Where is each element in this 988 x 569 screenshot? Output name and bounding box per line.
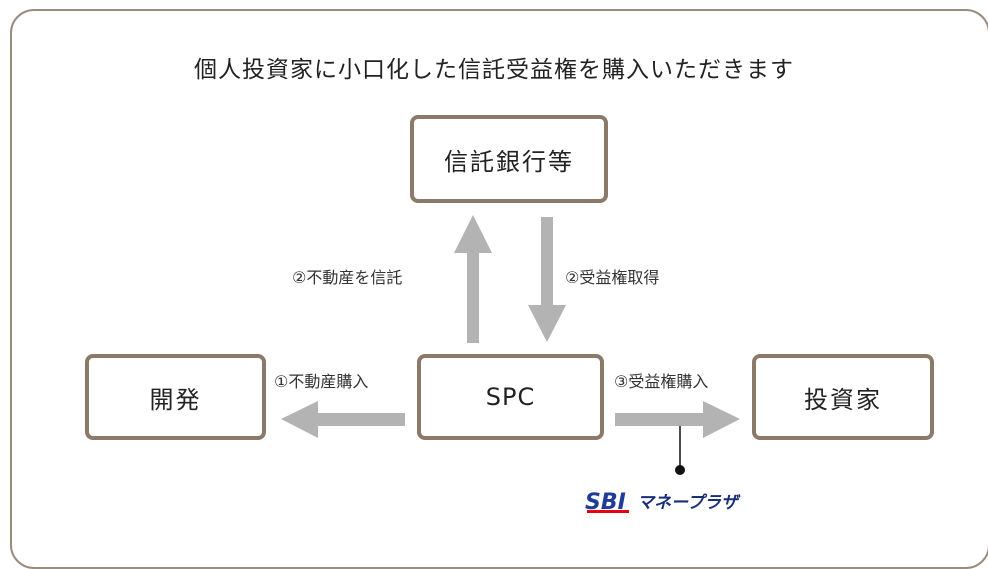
sbi-money-plaza-logo: SBI マネープラザ: [585, 490, 741, 515]
arrow-left-to-developer: [281, 401, 405, 438]
logo-name: マネープラザ: [637, 493, 741, 513]
diagram-frame: [10, 9, 988, 569]
logo-accent-bar: [587, 510, 629, 513]
node-spc-label: SPC: [485, 383, 536, 411]
arrow-right-to-investor: [615, 401, 740, 438]
edge-label-buy-beneficial: ③受益権購入: [614, 372, 709, 391]
node-spc: SPC: [417, 354, 604, 440]
edge-label-trust-property: ②不動産を信託: [292, 268, 403, 287]
edge-label-acquire-beneficial: ②受益権取得: [565, 268, 660, 287]
node-investor-label: 投資家: [804, 385, 882, 414]
node-developer-label: 開発: [149, 385, 202, 414]
node-investor: 投資家: [752, 354, 934, 440]
edge-label-buy-property: ①不動産購入: [274, 372, 369, 391]
node-trust-bank-label: 信託銀行等: [444, 147, 574, 176]
logo-connector-dot: [675, 465, 685, 475]
arrow-up-to-bank: [454, 215, 492, 343]
arrow-down-to-spc: [528, 217, 566, 342]
node-developer: 開発: [85, 354, 266, 440]
node-trust-bank: 信託銀行等: [410, 115, 608, 203]
diagram-title: 個人投資家に小口化した信託受益権を購入いただきます: [194, 57, 794, 83]
